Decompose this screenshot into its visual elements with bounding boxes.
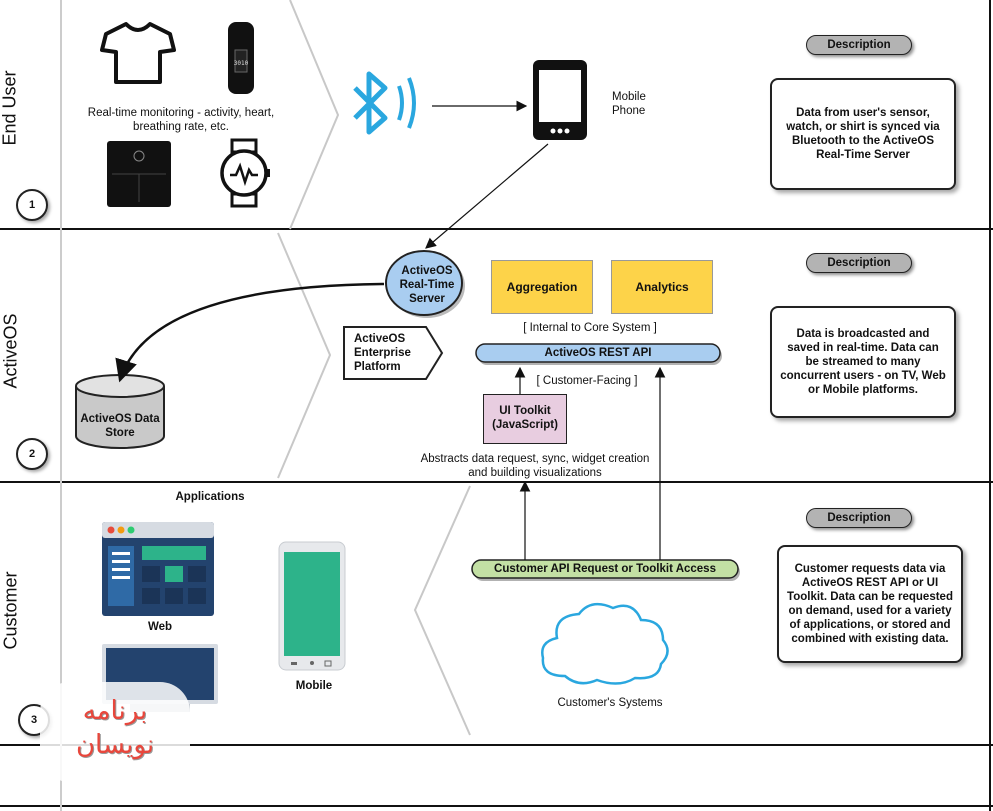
description-box-2: Data is broadcasted and saved in real-ti… xyxy=(770,306,956,418)
data-store-label: ActiveOS Data Store xyxy=(80,413,160,439)
aggregation-box: Aggregation xyxy=(491,260,593,314)
fitness-band-icon: 3010 xyxy=(228,22,254,94)
shirt-icon xyxy=(100,22,176,84)
description-tag-3: Description xyxy=(806,508,912,528)
web-label: Web xyxy=(147,621,173,633)
mobile-phone-label: Mobile Phone xyxy=(612,91,646,117)
description-box-1: Data from user's sensor, watch, or shirt… xyxy=(770,78,956,190)
analytics-box: Analytics xyxy=(611,260,713,314)
mobile-phone-icon xyxy=(533,60,587,140)
ui-toolkit-box xyxy=(483,394,567,444)
heart-watch-icon xyxy=(220,138,270,208)
customer-systems-label: Customer's Systems xyxy=(557,697,663,709)
ui-toolkit-label: UI Toolkit (JavaScript) xyxy=(492,405,558,431)
realtime-server-node xyxy=(385,250,465,318)
description-box-3: Customer requests data via ActiveOS REST… xyxy=(777,545,963,663)
platform-arrow-shape xyxy=(343,326,444,380)
customer-request-label: Customer API Request or Toolkit Access xyxy=(494,563,716,575)
web-app-icon xyxy=(102,522,214,616)
arrow-server-to-datastore xyxy=(115,282,385,383)
realtime-server-label: ActiveOS Real-Time Server xyxy=(399,265,455,305)
step-number-1: 1 xyxy=(16,189,48,221)
smart-scale-icon xyxy=(107,141,171,207)
customer-facing-label: [ Customer-Facing ] xyxy=(536,375,638,387)
description-tag-2: Description xyxy=(806,253,912,273)
rest-api-label: ActiveOS REST API xyxy=(544,347,652,359)
platform-label: ActiveOS Enterprise Platform xyxy=(354,333,411,373)
watermark-text: برنامه نویسان xyxy=(75,696,155,760)
watermark-backdrop xyxy=(40,682,190,782)
arrow-phone-to-server xyxy=(425,143,549,249)
monitoring-text: Real-time monitoring - activity, heart, … xyxy=(87,107,275,133)
rest-api-bar xyxy=(475,343,722,365)
svg-text:3010: 3010 xyxy=(234,60,249,67)
step-number-2: 2 xyxy=(16,438,48,470)
ui-toolkit-caption: Abstracts data request, sync, widget cre… xyxy=(420,453,650,479)
description-tag-1: Description xyxy=(806,35,912,55)
cloud-icon xyxy=(541,602,669,685)
bluetooth-icon xyxy=(353,71,416,135)
customer-request-bar xyxy=(471,559,740,581)
data-store-cylinder xyxy=(75,374,165,449)
mobile-app-icon xyxy=(278,541,346,671)
mobile-label: Mobile xyxy=(295,680,333,692)
applications-title: Applications xyxy=(175,491,245,503)
internal-label: [ Internal to Core System ] xyxy=(523,322,657,334)
